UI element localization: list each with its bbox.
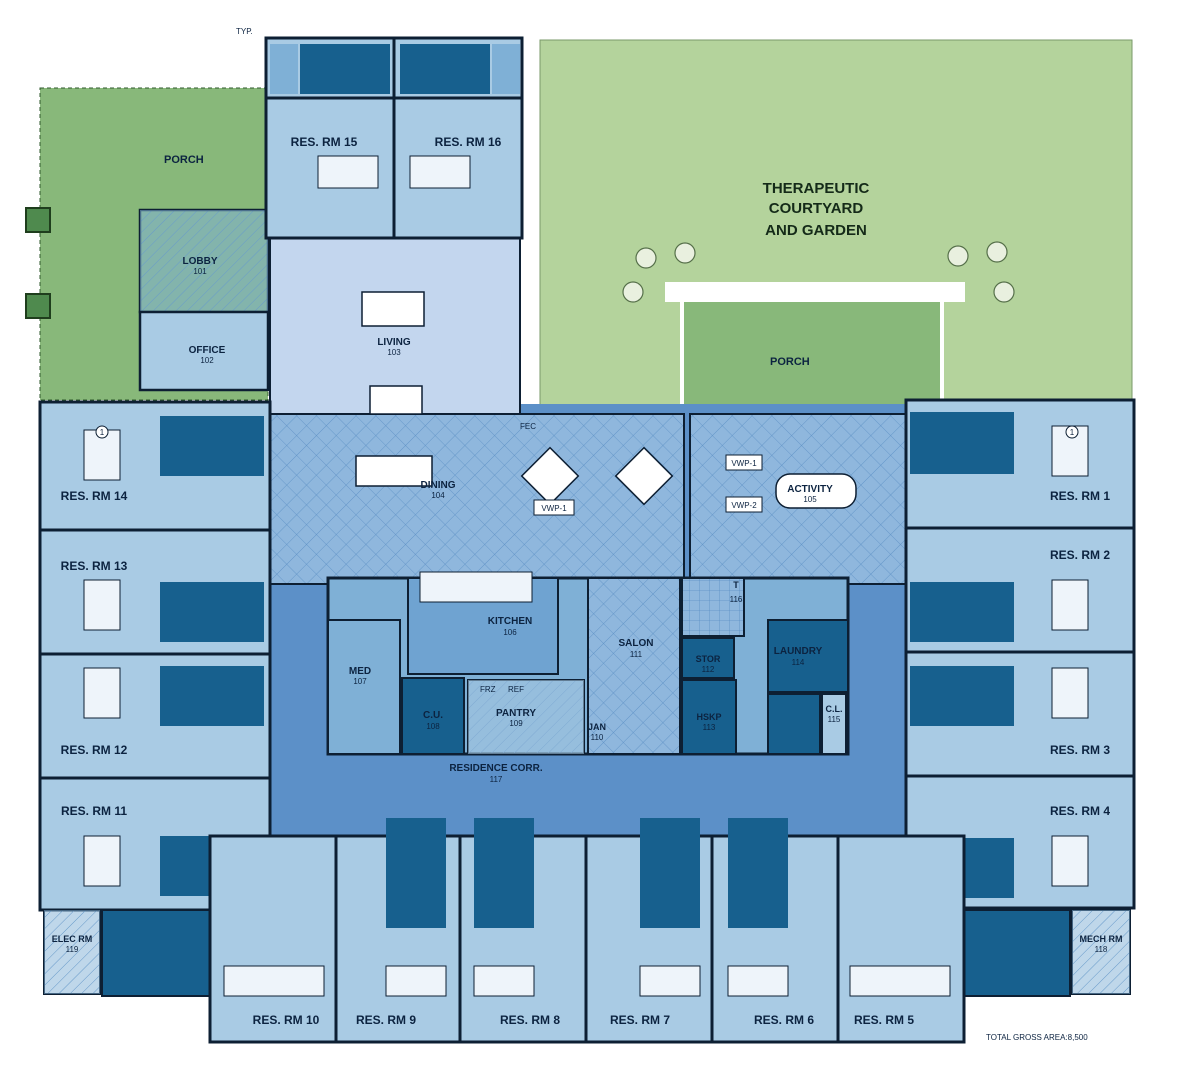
res-room-label-13: RES. RM 13	[61, 559, 128, 573]
room-label-hskp: HSKP	[696, 712, 721, 722]
room-number-office: 102	[200, 356, 214, 365]
courtyard-label-1: THERAPEUTIC	[763, 180, 870, 197]
room-label-dining: DINING	[421, 480, 456, 491]
courtyard-label-2: COURTYARD	[769, 200, 864, 217]
building	[38, 36, 1136, 1044]
room-number-lobby: 101	[193, 267, 207, 276]
refrigerator-label: REF	[508, 685, 524, 694]
room-number-cl: 115	[828, 715, 841, 724]
res-room-label-8: RES. RM 8	[500, 1013, 560, 1027]
room-label-med: MED	[349, 666, 371, 677]
room-label-elec: ELEC RM	[52, 934, 93, 944]
res-room-label-6: RES. RM 6	[754, 1013, 814, 1027]
res-room-label-11: RES. RM 11	[61, 804, 127, 818]
room-number-salon: 111	[630, 650, 643, 659]
porch-east-label: PORCH	[770, 356, 810, 368]
room-number-kitchen: 106	[503, 628, 517, 637]
room-label-living: LIVING	[377, 337, 411, 348]
res-room-label-10: RES. RM 10	[253, 1013, 320, 1027]
vwp-tag-activity-1: VWP-1	[725, 454, 763, 471]
room-label-salon: SALON	[619, 638, 654, 649]
freezer-label: FRZ	[480, 685, 496, 694]
bed-markers: 1 1	[95, 425, 1079, 439]
room-number-pantry: 109	[509, 719, 523, 728]
room-label-activity: ACTIVITY	[787, 484, 833, 495]
room-label-kitchen: KITCHEN	[488, 616, 532, 627]
room-number-cu: 108	[426, 722, 440, 731]
room-number-activity: 105	[803, 495, 817, 504]
room-label-office: OFFICE	[189, 345, 226, 356]
room-number-toilet: 116	[730, 595, 743, 604]
room-number-dining: 104	[431, 491, 445, 500]
east-porch	[680, 298, 944, 410]
courtyard-label-3: AND GARDEN	[765, 222, 867, 239]
room-label-corridor: RESIDENCE CORR.	[449, 763, 543, 774]
furniture	[355, 291, 857, 509]
top-note: TYP.	[236, 27, 253, 36]
total-area-label: TOTAL GROSS AREA:8,500	[986, 1033, 1088, 1042]
room-number-jan: 110	[591, 733, 604, 742]
res-room-label-3: RES. RM 3	[1050, 743, 1110, 757]
south-wing	[208, 818, 966, 1044]
vwp-tag-activity-2: VWP-2	[725, 496, 763, 513]
room-number-mech: 118	[1095, 945, 1108, 954]
room-label-cl: C.L.	[826, 704, 843, 714]
res-room-label-16: RES. RM 16	[435, 135, 502, 149]
res-room-label-4: RES. RM 4	[1050, 804, 1110, 818]
room-label-mech: MECH RM	[1080, 934, 1123, 944]
room-number-hskp: 113	[703, 723, 716, 732]
room-label-lobby: LOBBY	[183, 256, 218, 267]
room-label-stor: STOR	[696, 654, 721, 664]
res-room-label-15: RES. RM 15	[291, 135, 358, 149]
res-room-label-2: RES. RM 2	[1050, 548, 1110, 562]
res-room-label-9: RES. RM 9	[356, 1013, 416, 1027]
room-number-stor: 112	[702, 665, 715, 674]
svg-text:VWP-1: VWP-1	[541, 504, 567, 513]
res-room-label-5: RES. RM 5	[854, 1013, 914, 1027]
fec-tag: FEC	[520, 422, 536, 431]
vwp-tag-dining: VWP-1	[533, 499, 575, 516]
res-room-label-12: RES. RM 12	[61, 743, 128, 757]
svg-text:VWP-2: VWP-2	[731, 501, 757, 510]
svg-text:VWP-1: VWP-1	[731, 459, 757, 468]
room-number-living: 103	[387, 348, 401, 357]
svg-text:1: 1	[100, 428, 105, 437]
svg-text:1: 1	[1070, 428, 1075, 437]
res-room-label-14: RES. RM 14	[61, 489, 128, 503]
room-label-laundry: LAUNDRY	[774, 646, 823, 657]
room-label-pantry: PANTRY	[496, 708, 536, 719]
room-number-corridor: 117	[490, 775, 503, 784]
porch-west-label: PORCH	[164, 154, 204, 166]
room-number-laundry: 114	[792, 658, 805, 667]
res-room-label-7: RES. RM 7	[610, 1013, 670, 1027]
plant-icons	[622, 241, 1015, 303]
room-label-toilet: T	[733, 580, 739, 590]
res-room-label-1: RES. RM 1	[1050, 489, 1110, 503]
room-number-elec: 119	[66, 945, 79, 954]
room-label-cu: C.U.	[423, 710, 443, 721]
room-label-jan: JAN	[588, 722, 606, 732]
room-number-med: 107	[353, 677, 367, 686]
